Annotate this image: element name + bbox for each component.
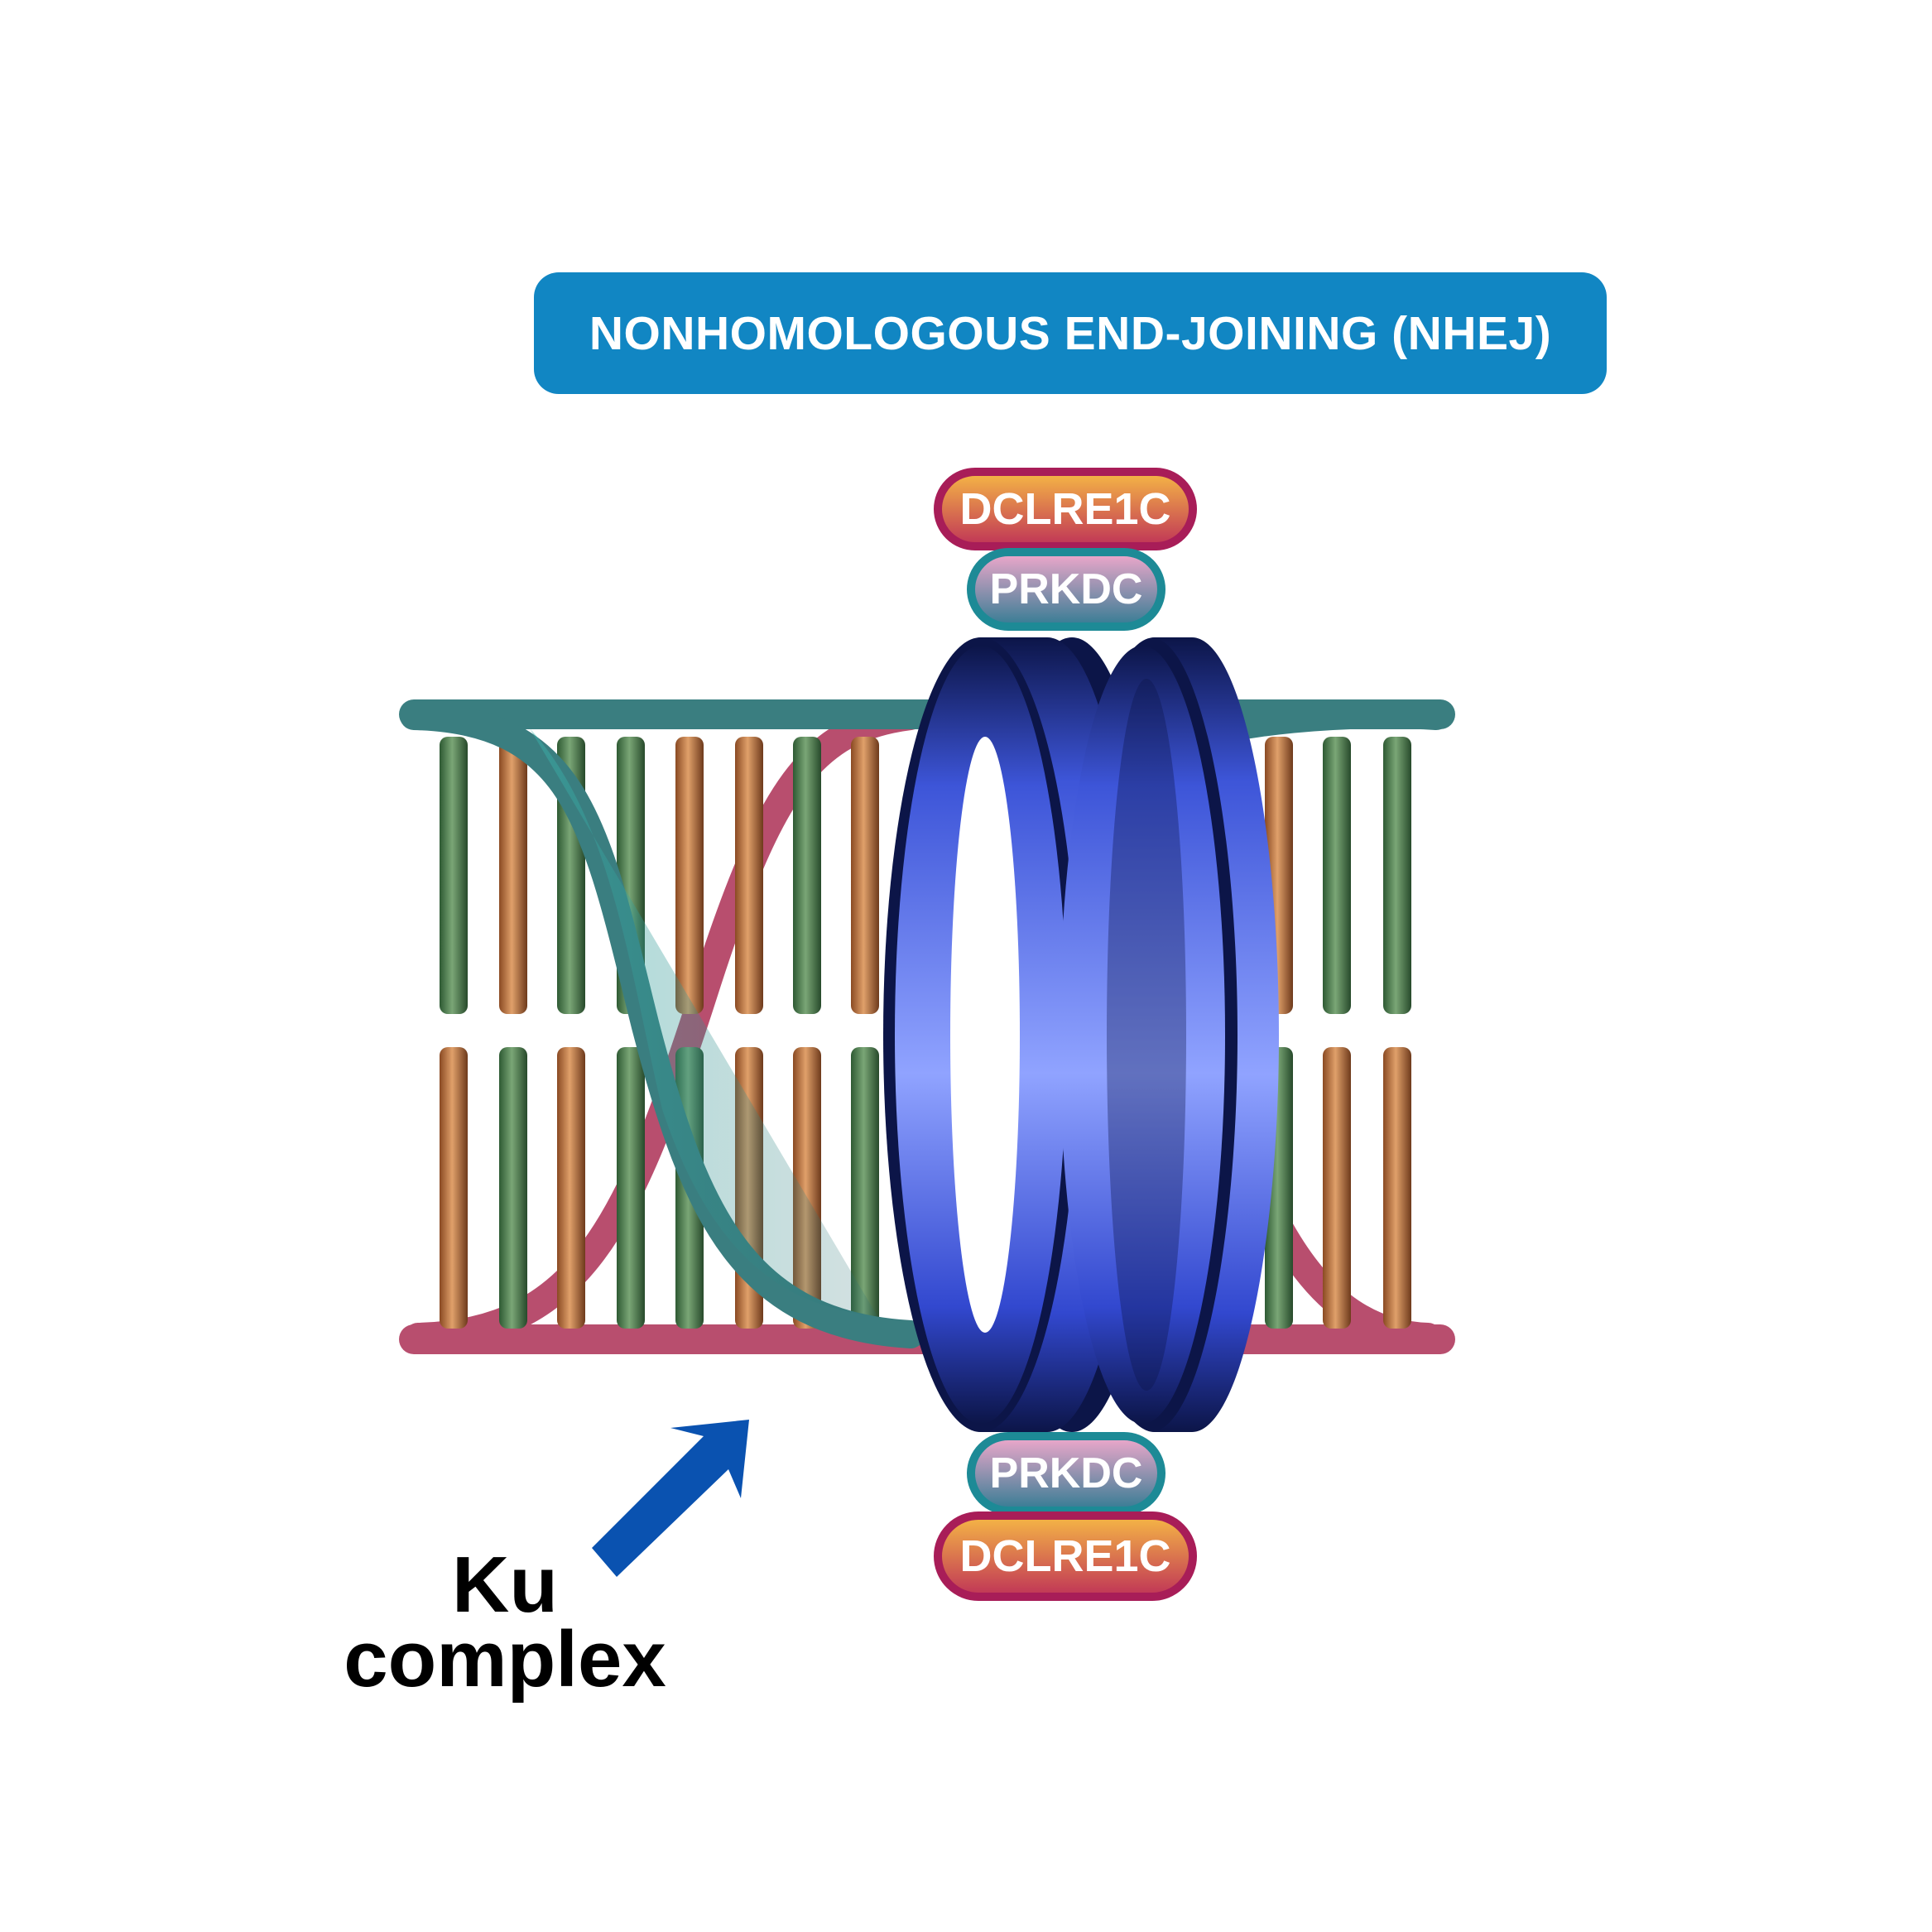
prkdc-bottom-label: PRKDC <box>989 1449 1143 1497</box>
ku-label-line1: Ku <box>452 1540 558 1629</box>
base-pair-bottom <box>1323 1047 1351 1329</box>
dclre1c-top-label: DCLRE1C <box>959 484 1171 534</box>
pointer-arrow-icon <box>592 1420 749 1577</box>
base-pair-top <box>793 737 821 1014</box>
base-pair-bottom <box>1383 1047 1411 1329</box>
base-pair-bottom <box>851 1047 879 1329</box>
dclre1c-bottom-pill: DCLRE1C <box>934 1511 1197 1601</box>
dclre1c-top-pill: DCLRE1C <box>934 468 1197 550</box>
prkdc-top-label: PRKDC <box>989 565 1143 613</box>
ku-ring-icon <box>883 637 1279 1432</box>
title-banner: NONHOMOLOGOUS END-JOINING (NHEJ) <box>534 272 1607 394</box>
base-pair-top <box>440 737 468 1014</box>
prkdc-bottom-pill: PRKDC <box>967 1432 1165 1515</box>
base-pair-bottom <box>617 1047 645 1329</box>
base-pair-top <box>851 737 879 1014</box>
diagram-title: NONHOMOLOGOUS END-JOINING (NHEJ) <box>589 306 1552 360</box>
base-pair-bottom <box>557 1047 585 1329</box>
base-pair-top <box>499 737 527 1014</box>
base-pair-top <box>1323 737 1351 1014</box>
dclre1c-bottom-label: DCLRE1C <box>959 1531 1171 1581</box>
ku-complex-label: Ku complex <box>315 1540 695 1704</box>
base-pair-top <box>675 737 704 1014</box>
prkdc-top-pill: PRKDC <box>967 548 1165 631</box>
ku-label-line2: complex <box>344 1615 666 1704</box>
base-pair-bottom <box>440 1047 468 1329</box>
base-pair-top <box>735 737 763 1014</box>
base-pair-bottom <box>499 1047 527 1329</box>
base-pair-top <box>1383 737 1411 1014</box>
